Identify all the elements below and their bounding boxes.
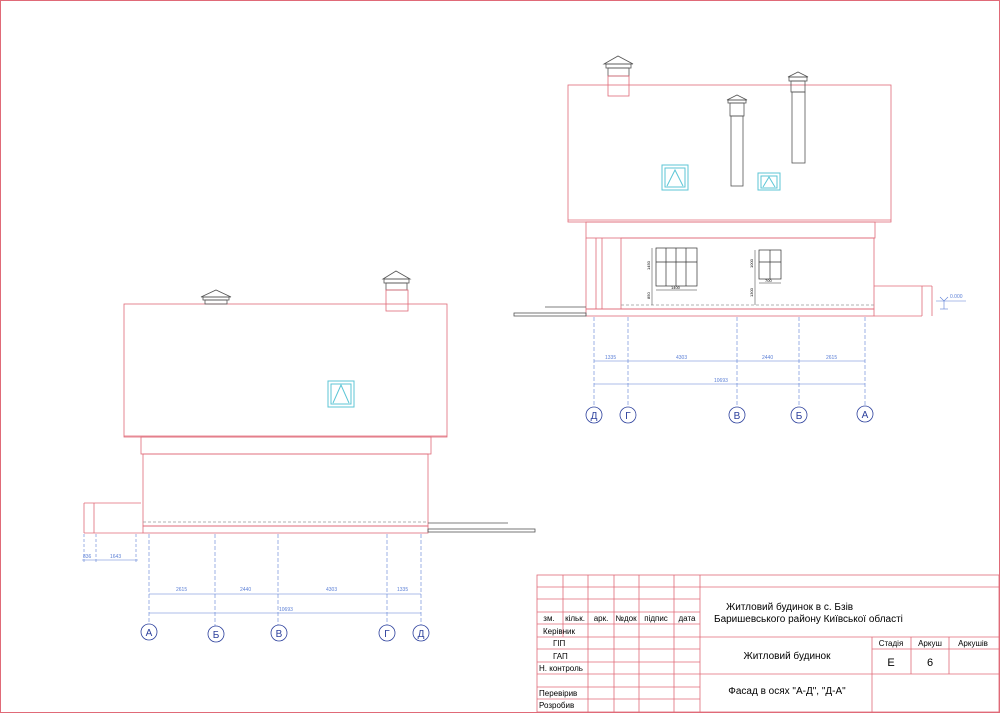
tb-role-4: Н. контроль bbox=[539, 664, 583, 673]
tb-header-2: кільк. bbox=[565, 614, 585, 623]
right-roof bbox=[567, 84, 892, 223]
tb-role-7: Розробив bbox=[539, 701, 574, 710]
right-dim-1: 1335 bbox=[605, 355, 616, 361]
left-roof-window bbox=[327, 380, 355, 408]
right-axis-label-5: А bbox=[862, 410, 869, 421]
window-dimensions bbox=[651, 248, 781, 305]
left-axis-label-1: А bbox=[146, 628, 153, 639]
level-mark bbox=[936, 296, 966, 310]
left-dim-2: 2440 bbox=[240, 587, 251, 593]
left-porch-dim-2: 1643 bbox=[110, 554, 121, 560]
right-axis-label-1: Д bbox=[591, 411, 598, 422]
tb-sheet-label: Аркуш bbox=[918, 639, 942, 648]
tb-object: Житловий будинок bbox=[743, 650, 831, 662]
left-dimension-lines bbox=[82, 534, 422, 626]
tb-header-5: підпис bbox=[644, 614, 668, 623]
left-dim-texts: 2615 2440 4303 1335 10693 836 1643 bbox=[83, 554, 408, 613]
tb-project-line2: Баришевського району Київської області bbox=[714, 613, 903, 625]
tb-stage-value: Е bbox=[887, 657, 894, 669]
left-dim-1: 2615 bbox=[176, 587, 187, 593]
tb-stage-label: Стадія bbox=[879, 639, 904, 648]
window1-width: 1400 bbox=[671, 285, 681, 290]
left-facade bbox=[83, 270, 536, 534]
window2-sill: 1300 bbox=[749, 287, 754, 297]
tb-project-line1: Житловий будинок в с. Бзів bbox=[726, 601, 853, 613]
right-dim-3: 2440 bbox=[762, 355, 773, 361]
right-roof-windows bbox=[661, 164, 781, 191]
right-axis-markers: Д Г В Б А bbox=[585, 405, 874, 424]
left-eave bbox=[140, 436, 432, 455]
tb-role-2: ГІП bbox=[553, 639, 566, 648]
window2-height: 1000 bbox=[749, 258, 754, 268]
right-dim-2: 4303 bbox=[676, 355, 687, 361]
right-dim-4: 2615 bbox=[826, 355, 837, 361]
right-axis-label-4: Б bbox=[796, 411, 803, 422]
right-wall bbox=[620, 237, 875, 310]
window-dim-texts: 1450 850 1400 1000 1300 700 bbox=[646, 258, 772, 299]
right-facade bbox=[513, 55, 933, 317]
title-block-texts: зм. кільк. арк. №док підпис дата Керівни… bbox=[539, 601, 988, 710]
left-dim-total: 10693 bbox=[279, 607, 293, 613]
left-roof bbox=[123, 303, 448, 438]
tb-header-4: №док bbox=[615, 614, 637, 623]
tb-header-1: зм. bbox=[543, 614, 554, 623]
right-axis-label-3: В bbox=[734, 411, 741, 422]
tb-role-6: Перевірив bbox=[539, 689, 577, 698]
tb-header-6: дата bbox=[679, 614, 697, 623]
left-axis-label-4: Г bbox=[384, 629, 390, 640]
tb-sheet-title: Фасад в осях "А-Д", "Д-А" bbox=[728, 686, 846, 697]
title-block bbox=[536, 574, 1000, 713]
right-facade-windows bbox=[655, 247, 782, 287]
left-wall bbox=[142, 453, 429, 527]
right-dim-texts: 1335 4303 2440 2615 10693 bbox=[605, 355, 837, 384]
level-mark-text: 0.000 bbox=[950, 294, 963, 300]
right-axis-label-2: Г bbox=[625, 411, 631, 422]
tb-header-3: арк. bbox=[594, 614, 609, 623]
tb-sheets-label: Аркушів bbox=[958, 639, 988, 648]
left-dim-3: 4303 bbox=[326, 587, 337, 593]
left-axis-label-3: В bbox=[276, 629, 283, 640]
right-dimension-lines bbox=[593, 317, 866, 408]
window1-height: 1450 bbox=[646, 260, 651, 270]
window1-sill: 850 bbox=[646, 292, 651, 299]
left-axis-label-2: Б bbox=[213, 630, 220, 641]
left-dim-4: 1335 bbox=[397, 587, 408, 593]
tb-role-3: ГАП bbox=[553, 652, 568, 661]
left-axis-markers: А Б В Г Д bbox=[140, 623, 430, 643]
right-eave bbox=[585, 221, 876, 239]
tb-sheet-value: 6 bbox=[927, 657, 933, 669]
left-axis-label-5: Д bbox=[418, 629, 425, 640]
left-porch-dim-1: 836 bbox=[83, 554, 92, 560]
right-dim-total: 10693 bbox=[714, 378, 728, 384]
window2-width: 700 bbox=[765, 278, 772, 283]
tb-role-1: Керівник bbox=[543, 627, 575, 636]
